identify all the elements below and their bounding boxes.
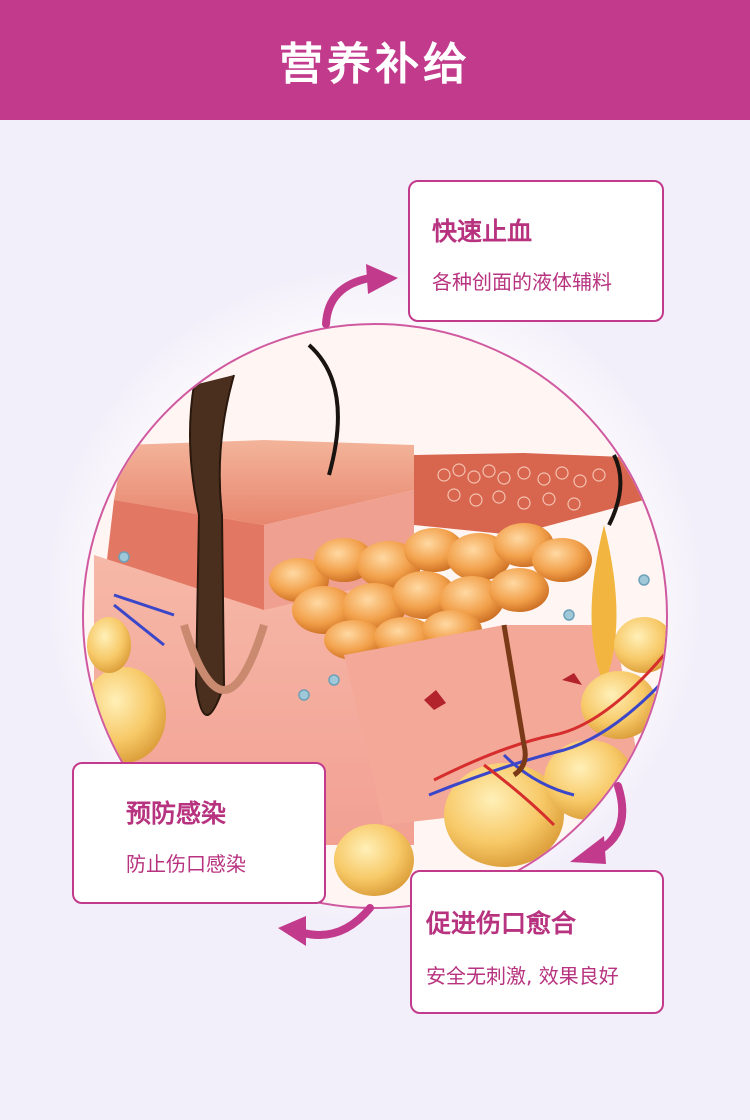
card-title: 快速止血 [432,217,533,246]
card-title: 预防感染 [126,799,227,828]
card-hemostasis: 快速止血 各种创面的液体辅料 [408,180,664,322]
card-description: 防止伤口感染 [126,852,246,876]
cycle-arrow-icon [322,264,398,328]
card-description: 安全无刺激, 效果良好 [426,964,619,988]
card-infection: 预防感染 防止伤口感染 [72,762,326,904]
card-title: 促进伤口愈合 [426,909,577,938]
cycle-arrow-icon [278,904,374,946]
card-description: 各种创面的液体辅料 [432,270,612,294]
page-title: 营养补给 [279,39,471,90]
cycle-arrow-icon [570,782,627,864]
card-healing: 促进伤口愈合 安全无刺激, 效果良好 [410,870,664,1014]
header-bar: 营养补给 [0,0,750,120]
